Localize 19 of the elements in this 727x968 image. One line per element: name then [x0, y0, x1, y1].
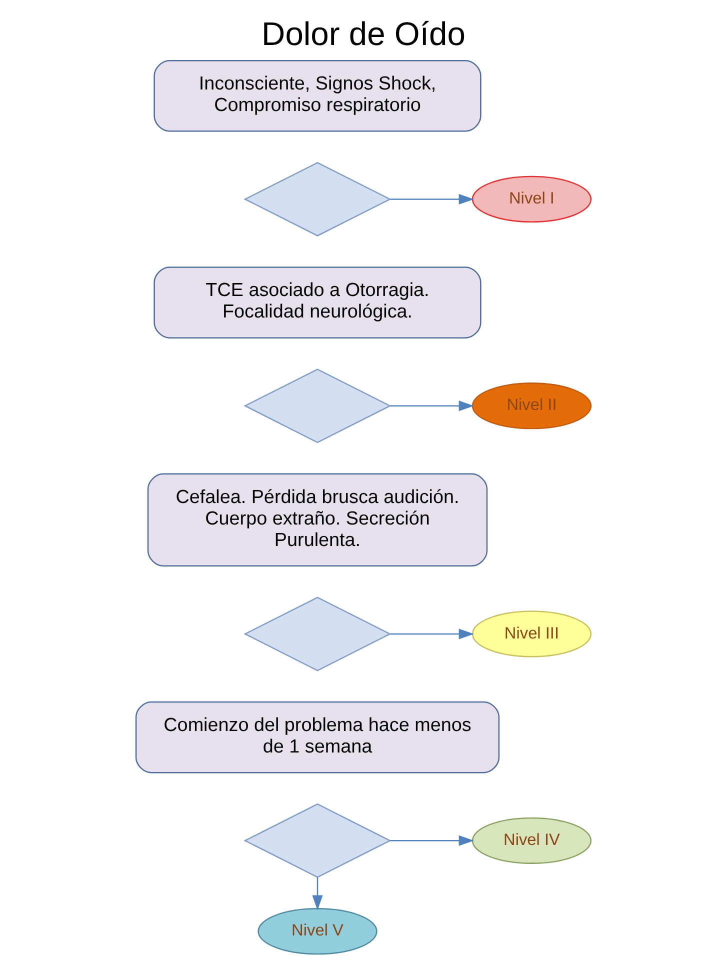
node-box: Cefalea. Pérdida brusca audición. Cuerpo extraño. Secreción Purulenta.: [147, 473, 488, 567]
diagram-title: Dolor de Oído: [262, 15, 466, 52]
node-ellipse: Nivel IV: [472, 817, 592, 864]
arrow: [312, 877, 323, 910]
node-diamond: [244, 596, 392, 672]
node-ellipse: Nivel II: [472, 382, 592, 430]
node-ellipse: Nivel V: [258, 908, 378, 955]
node-box: TCE asociado a Otorragia. Focalidad neurológica.: [154, 266, 482, 338]
arrow: [390, 400, 474, 412]
arrow: [390, 835, 474, 846]
node-box: Inconsciente, Signos Shock, Compromiso respiratorio: [154, 60, 482, 132]
node-ellipse: Nivel III: [472, 610, 592, 658]
node-diamond: [244, 162, 392, 236]
node-diamond: [244, 803, 392, 878]
arrow: [390, 194, 474, 204]
node-box: Comienzo del problema hace menos de 1 semana: [135, 701, 500, 774]
arrow: [390, 628, 474, 640]
node-ellipse: Nivel I: [472, 176, 592, 223]
node-diamond: [244, 368, 392, 444]
